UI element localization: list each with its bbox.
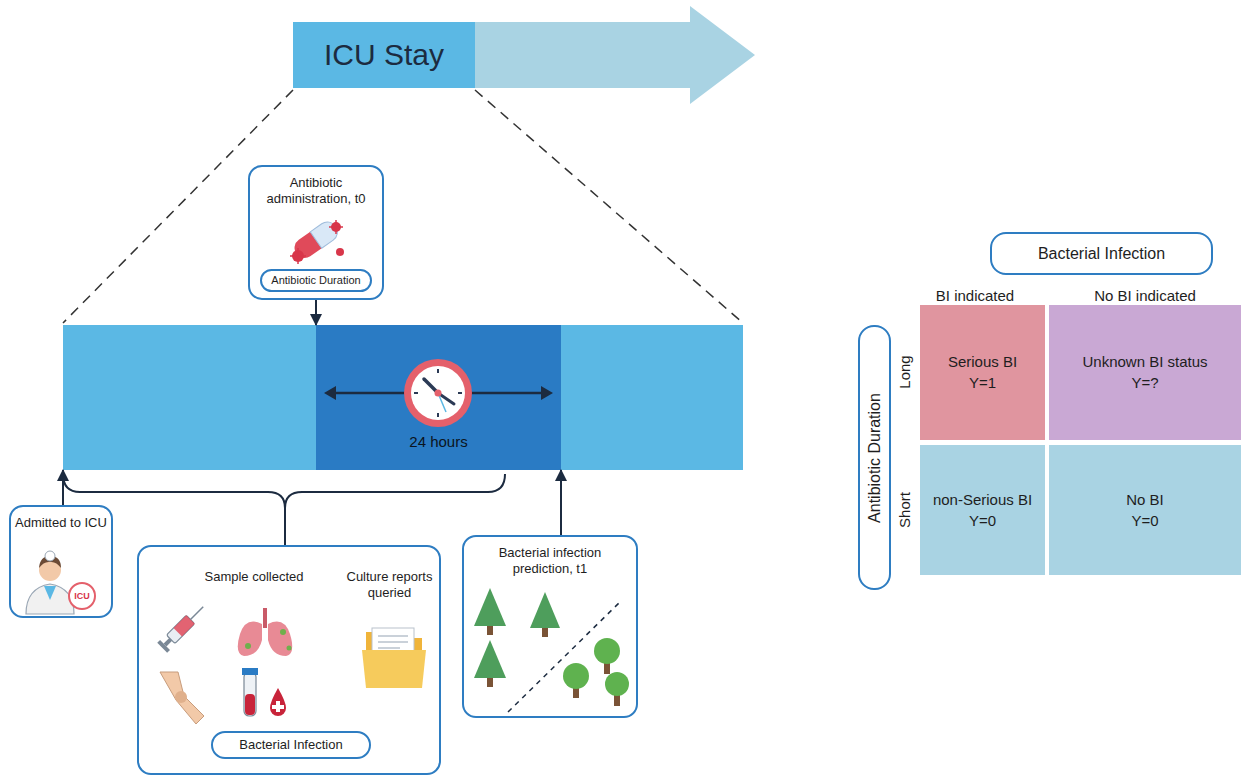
- header-pill: Antibiotic Duration: [858, 325, 891, 590]
- trees-icon: [474, 588, 629, 712]
- node-text: Bacterial Infection: [1038, 244, 1165, 263]
- node-text: Y=?: [1131, 374, 1158, 392]
- row-header: Short: [896, 492, 914, 528]
- header-pill: Bacterial Infection: [990, 232, 1213, 275]
- brace-stem: [284, 508, 286, 545]
- folder-icon: [362, 628, 426, 688]
- timeline-bar: [63, 325, 743, 470]
- node-text: Antibiotic Duration: [865, 393, 884, 523]
- icu-arrow: [293, 6, 755, 104]
- process-box: Antibiotic administration, t0 Antibiotic …: [248, 165, 384, 300]
- band-label: ICU Stay: [293, 22, 475, 88]
- node-text: Y=1: [969, 374, 996, 392]
- node-text: Culture reports queried: [342, 569, 437, 600]
- node-text: Serious BI: [948, 353, 1017, 371]
- tag-pill: Antibiotic Duration: [260, 269, 372, 292]
- node-text: Sample collected: [179, 569, 329, 585]
- node-text: Bacterial Infection: [239, 737, 342, 753]
- node-text: non-Serious BI: [933, 491, 1032, 509]
- node-text: Bacterial infection prediction, t1: [472, 545, 628, 576]
- clock-icon: [404, 359, 472, 427]
- zoom-lines: [63, 90, 743, 323]
- table-cell: Serious BI Y=1: [920, 305, 1045, 440]
- process-box: Admitted to ICU: [9, 505, 113, 618]
- node-text: 24 hours: [316, 433, 561, 451]
- node-text: Admitted to ICU: [14, 515, 108, 531]
- timeline-bar: 24 hours: [63, 325, 743, 470]
- arrow-connector: [62, 470, 64, 505]
- table-cell: non-Serious BI Y=0: [920, 445, 1045, 575]
- process-box: Bacterial infection prediction, t1: [462, 535, 638, 718]
- process-box: Sample collected Culture reports queriedB…: [137, 545, 441, 775]
- row-header: Long: [896, 355, 914, 388]
- column-header: No BI indicated: [1065, 287, 1225, 305]
- arrow-connector: [560, 470, 562, 535]
- lungs-icon: [238, 608, 293, 656]
- node-text: Y=0: [969, 512, 996, 530]
- knee-icon: [160, 672, 204, 724]
- node-text: ICU Stay: [324, 37, 444, 73]
- arrow-connector: [315, 300, 317, 325]
- node-text: Antibiotic Duration: [271, 274, 360, 287]
- bacteria-icon: [290, 220, 344, 264]
- node-text: No BI: [1126, 491, 1164, 509]
- table-cell: Unknown BI statusY=?: [1049, 305, 1241, 440]
- badge-text: ICU: [74, 591, 90, 602]
- doctor-icon: [26, 551, 95, 614]
- brace: [63, 474, 505, 508]
- column-header: BI indicated: [915, 287, 1035, 305]
- syringe-icon: [157, 602, 208, 653]
- node-text: Y=0: [1131, 512, 1158, 530]
- node-text: Unknown BI status: [1082, 353, 1207, 371]
- blood-icon: [242, 668, 286, 716]
- tag-pill: Bacterial Infection: [211, 731, 371, 759]
- table-cell: No BI Y=0: [1049, 445, 1241, 575]
- node-text: Antibiotic administration, t0: [255, 175, 377, 206]
